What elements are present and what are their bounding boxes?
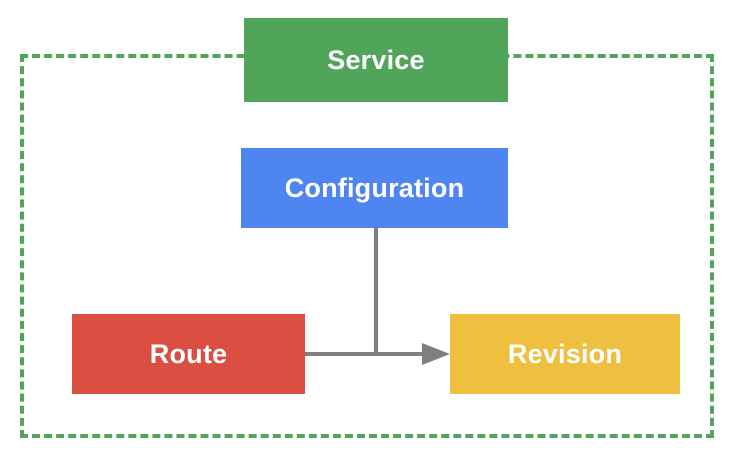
node-route-label: Route [149, 338, 228, 369]
arrowhead-icon [422, 343, 450, 365]
node-revision[interactable]: Revision [450, 314, 680, 394]
node-service[interactable]: Service [244, 18, 508, 102]
node-configuration-label: Configuration [284, 172, 465, 203]
node-route[interactable]: Route [72, 314, 305, 394]
node-revision-label: Revision [507, 338, 623, 369]
node-service-label: Service [327, 44, 425, 75]
node-configuration[interactable]: Configuration [241, 148, 508, 228]
